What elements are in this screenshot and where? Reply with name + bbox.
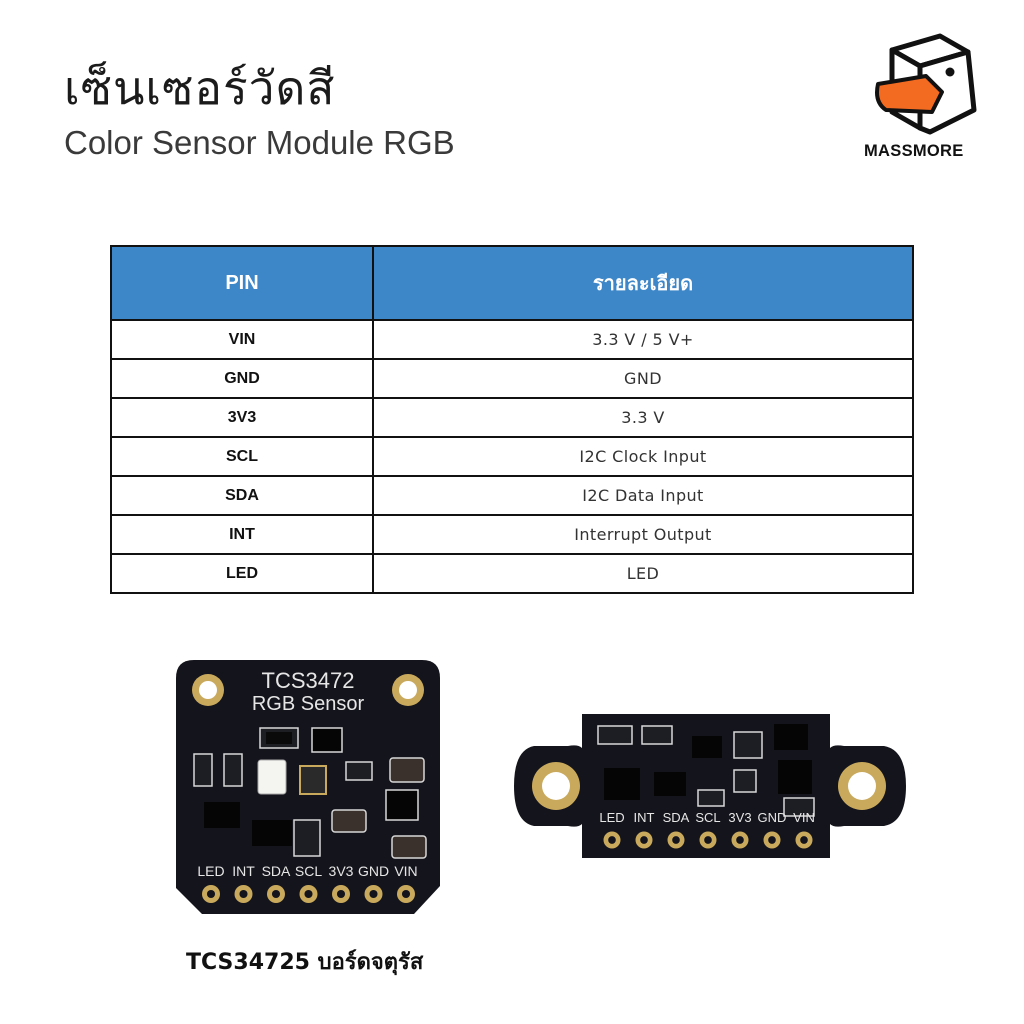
silk-subtitle: RGB Sensor bbox=[252, 693, 365, 715]
pin-name: SDA bbox=[110, 475, 374, 516]
pin-hole bbox=[672, 836, 680, 844]
pin-description: 3.3 V / 5 V+ bbox=[372, 319, 914, 360]
pin-name: SCL bbox=[110, 436, 374, 477]
silk-pin-label: SCL bbox=[295, 863, 322, 879]
silk-pin-label: INT bbox=[232, 863, 255, 879]
column-header-pin: PIN bbox=[110, 245, 374, 321]
table-row: 3V3 3.3 V bbox=[110, 397, 914, 438]
table-row: VIN 3.3 V / 5 V+ bbox=[110, 319, 914, 360]
massmore-logo: MASSMORE bbox=[864, 30, 996, 166]
pin-description: Interrupt Output bbox=[372, 514, 914, 555]
pin-hole bbox=[369, 889, 378, 899]
silk-pin-label: VIN bbox=[793, 810, 815, 825]
pin-description: LED bbox=[372, 553, 914, 594]
silk-title: TCS3472 bbox=[262, 668, 355, 693]
pin-name: LED bbox=[110, 553, 374, 594]
silk-pin-label: 3V3 bbox=[728, 810, 751, 825]
pin-name: 3V3 bbox=[110, 397, 374, 438]
pin-name: GND bbox=[110, 358, 374, 399]
pin-description: I2C Data Input bbox=[372, 475, 914, 516]
page-title-thai: เซ็นเซอร์วัดสี bbox=[64, 61, 336, 115]
silk-pin-label: VIN bbox=[394, 863, 417, 879]
silk-pin-label: 3V3 bbox=[329, 863, 354, 879]
pin-hole bbox=[271, 889, 281, 899]
pin-hole bbox=[640, 836, 648, 844]
brand-name: MASSMORE bbox=[864, 142, 964, 160]
column-header-description: รายละเอียด bbox=[372, 245, 914, 321]
pin-hole bbox=[304, 889, 313, 899]
silk-pin-label: SDA bbox=[663, 810, 690, 825]
silk-pin-label: SDA bbox=[262, 863, 291, 879]
pin-hole bbox=[800, 836, 808, 844]
page-subtitle-english: Color Sensor Module RGB bbox=[64, 124, 455, 161]
pin-description: GND bbox=[372, 358, 914, 399]
pin-hole bbox=[704, 836, 712, 844]
pin-hole bbox=[206, 889, 216, 899]
pin-hole bbox=[608, 836, 616, 844]
table-row: SDA I2C Data Input bbox=[110, 475, 914, 516]
table-header-row: PIN รายละเอียด bbox=[110, 245, 914, 321]
pin-hole bbox=[736, 836, 744, 844]
table-row: SCL I2C Clock Input bbox=[110, 436, 914, 477]
silk-pin-label: GND bbox=[758, 810, 787, 825]
pin-hole bbox=[768, 836, 776, 844]
silk-pin-label: INT bbox=[634, 810, 655, 825]
pin-name: VIN bbox=[110, 319, 374, 360]
table-row: LED LED bbox=[110, 553, 914, 594]
table-row: GND GND bbox=[110, 358, 914, 399]
silk-pin-label: LED bbox=[599, 810, 624, 825]
pin-hole bbox=[239, 889, 248, 899]
duck-box-icon bbox=[875, 33, 977, 135]
silk-pin-label: SCL bbox=[695, 810, 720, 825]
pin-table: PIN รายละเอียด VIN 3.3 V / 5 V+ GND GND … bbox=[110, 245, 914, 594]
pin-description: 3.3 V bbox=[372, 397, 914, 438]
board-caption: TCS34725 บอร์ดจตุรัส bbox=[186, 950, 424, 975]
silk-pin-label: GND bbox=[358, 863, 389, 879]
long-board-image: LED INT SDA SCL 3V3 GND VIN bbox=[514, 714, 906, 858]
silk-pin-label: LED bbox=[197, 863, 224, 879]
pin-description: I2C Clock Input bbox=[372, 436, 914, 477]
pin-name: INT bbox=[110, 514, 374, 555]
pin-hole bbox=[401, 889, 411, 899]
table-row: INT Interrupt Output bbox=[110, 514, 914, 555]
pin-hole bbox=[336, 889, 346, 899]
